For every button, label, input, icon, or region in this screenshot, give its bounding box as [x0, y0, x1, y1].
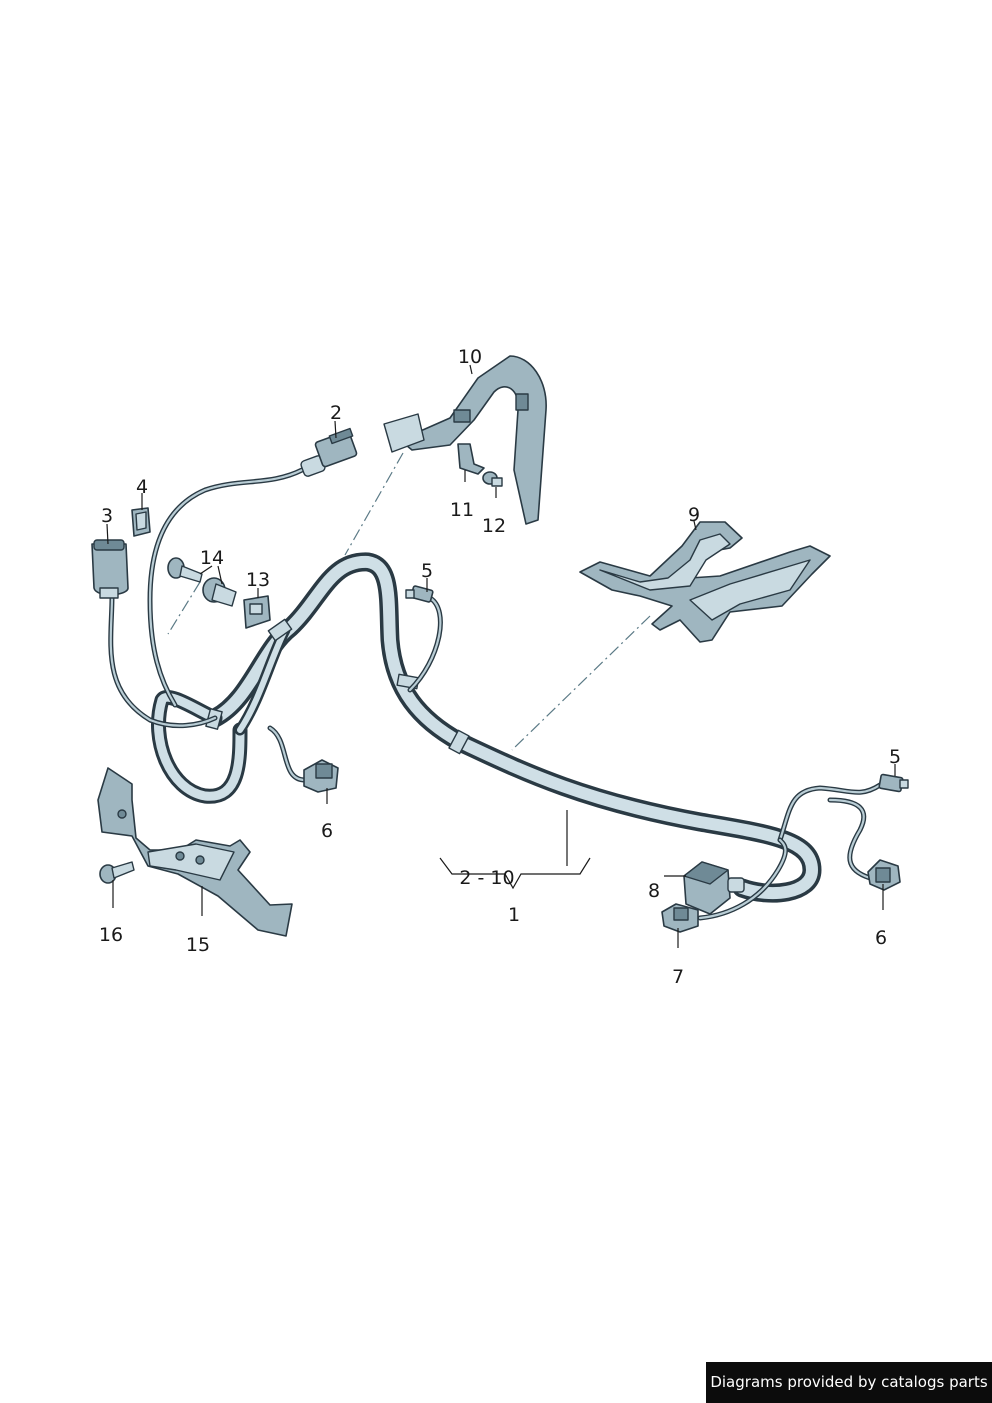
wiring-harness	[151, 552, 822, 903]
screw-12	[482, 471, 503, 487]
grommet	[202, 577, 237, 607]
relay-8	[683, 861, 745, 915]
credit-banner: Diagrams provided by catalogs parts	[706, 1362, 992, 1403]
connector-6-left	[303, 759, 339, 793]
bracket-10	[383, 355, 547, 525]
connector-7	[661, 903, 699, 933]
connector-2	[300, 427, 358, 477]
bolt-16	[99, 861, 135, 884]
callout-12: 12	[482, 515, 506, 537]
connector-5-right	[878, 773, 909, 793]
callout-11: 11	[450, 499, 474, 521]
callout-5-right: 5	[889, 746, 901, 768]
callout-range: 2 - 10	[459, 867, 514, 889]
leader-lines	[106, 364, 896, 948]
callout-9: 9	[688, 504, 700, 526]
connector-6-right	[867, 859, 901, 891]
assembly-lines	[167, 452, 651, 751]
callout-2: 2	[330, 402, 342, 424]
clip-11	[457, 443, 485, 475]
callout-16: 16	[99, 924, 123, 946]
callout-6-right: 6	[875, 927, 887, 949]
callout-3: 3	[101, 505, 113, 527]
callout-6-left: 6	[321, 820, 333, 842]
callout-4: 4	[136, 476, 148, 498]
callout-8: 8	[648, 880, 660, 902]
callout-13: 13	[246, 569, 270, 591]
bracket-15	[97, 767, 293, 937]
callout-labels: 10 2 4 3 11 12 9 14 13 5 6 5 2 - 10 1 8 …	[99, 346, 901, 988]
callout-15: 15	[186, 934, 210, 956]
cover-9	[579, 521, 831, 643]
callout-14: 14	[200, 547, 224, 569]
thin-wires	[108, 467, 883, 921]
callout-7: 7	[672, 966, 684, 988]
connector-3	[91, 539, 129, 599]
clip-4	[131, 507, 151, 537]
callout-10: 10	[458, 346, 482, 368]
connector-5-left	[405, 585, 434, 603]
callout-5-left: 5	[421, 560, 433, 582]
callout-1: 1	[508, 904, 520, 926]
holder-13	[243, 595, 271, 629]
bolt-14	[167, 557, 203, 583]
